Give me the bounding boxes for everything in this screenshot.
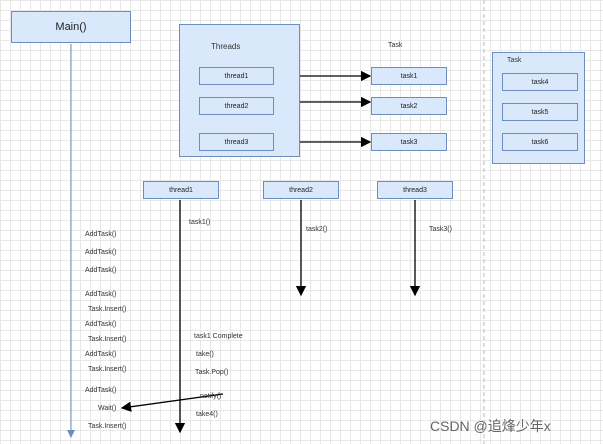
task-queue-item-4: task4 [502, 73, 578, 91]
main-call-10: AddTask() [85, 387, 117, 394]
main-title: Main() [55, 21, 87, 33]
main-call-9: Task.Insert() [88, 366, 127, 373]
thread-box-2: thread2 [199, 97, 274, 115]
label-take4: take4() [196, 411, 218, 418]
task-header: Task [388, 42, 403, 49]
task-box-2: task2 [371, 97, 447, 115]
main-call-wait: Wait() [98, 405, 117, 412]
threads-panel-title: Threads [211, 42, 241, 51]
label-task-pop: Task.Pop() [195, 369, 229, 376]
watermark: CSDN @追烽少年x [430, 418, 551, 434]
main-call-4: AddTask() [85, 291, 117, 298]
task-queue-item-5: task5 [502, 103, 578, 121]
task-box-3: task3 [371, 133, 447, 151]
label-task1: task1() [189, 219, 211, 226]
task-queue-item-6: task6 [502, 133, 578, 151]
lifeline-thread1: thread1 [143, 181, 219, 199]
main-call-3: AddTask() [85, 267, 117, 274]
label-task2: task2() [306, 226, 328, 233]
thread-box-3: thread3 [199, 133, 274, 151]
label-task3: Task3() [429, 226, 452, 233]
main-call-2: AddTask() [85, 249, 117, 256]
main-call-7: Task.Insert() [88, 336, 127, 343]
main-call-6: AddTask() [85, 321, 117, 328]
task-queue-title: Task [507, 57, 522, 64]
lifeline-thread2: thread2 [263, 181, 339, 199]
main-call-8: AddTask() [85, 351, 117, 358]
label-take: take() [196, 351, 214, 358]
main-call-1: AddTask() [85, 231, 117, 238]
notify-arrow [120, 393, 224, 412]
main-call-12: Task.Insert() [88, 423, 127, 430]
task-box-1: task1 [371, 67, 447, 85]
main-call-5: Task.Insert() [88, 306, 127, 313]
lifeline-thread3: thread3 [377, 181, 453, 199]
thread-box-1: thread1 [199, 67, 274, 85]
label-notify: notify() [200, 393, 222, 400]
label-task1-complete: task1 Complete [194, 333, 243, 340]
main-box: Main() [11, 11, 131, 43]
